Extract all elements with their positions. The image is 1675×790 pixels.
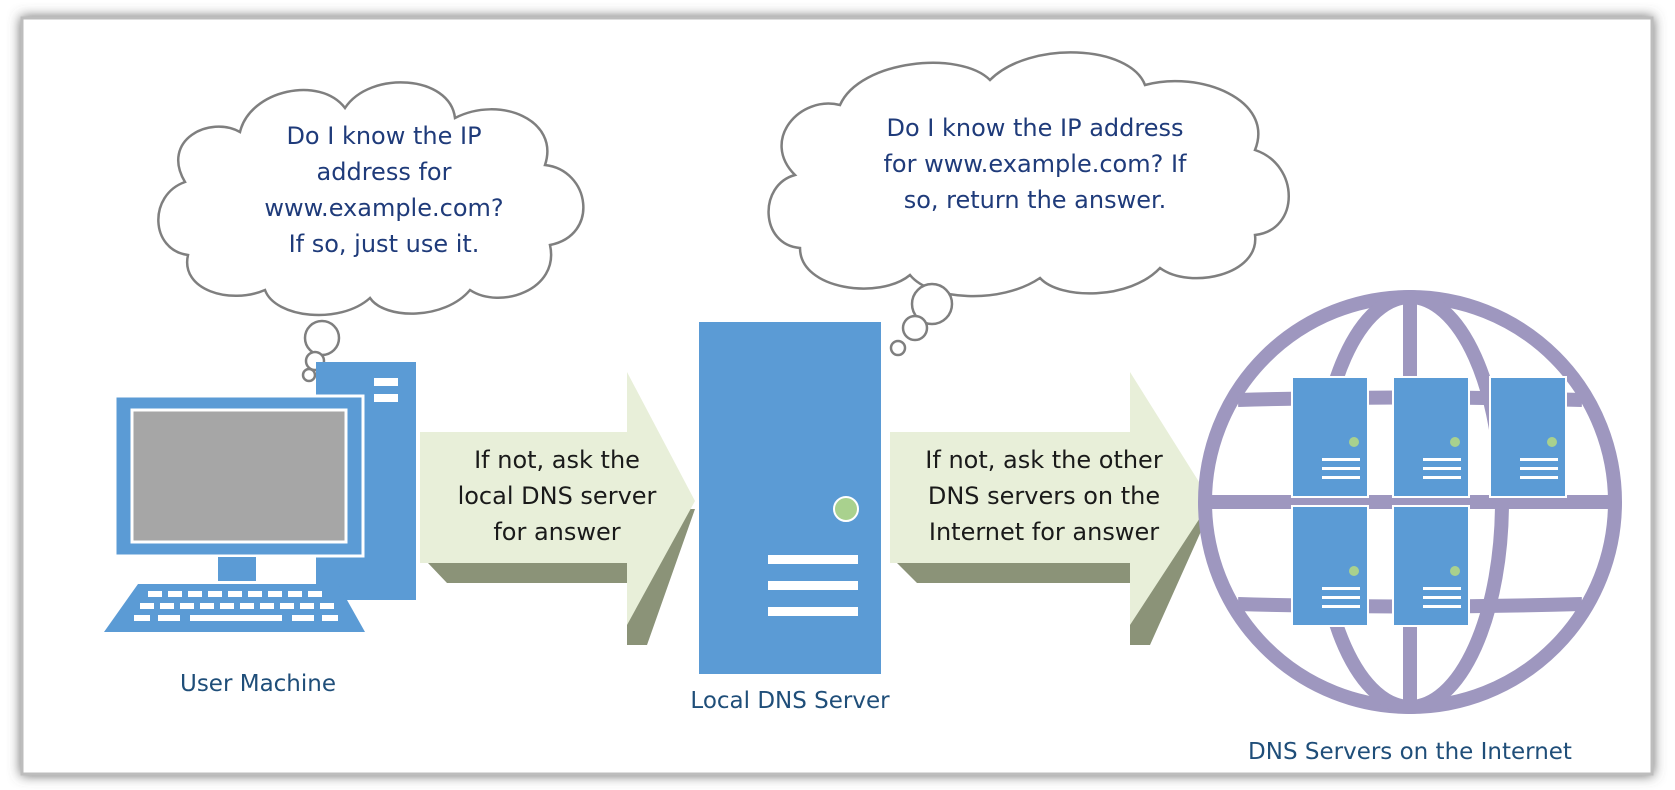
server-slot <box>768 555 858 564</box>
tower-slot <box>374 378 398 386</box>
arrow-internet-line-1: If not, ask the other <box>925 446 1163 474</box>
server-icon <box>1392 505 1470 627</box>
arrow-right-icon <box>890 372 1211 625</box>
server-thought-line-2: for www.example.com? If <box>883 150 1187 178</box>
monitor-screen <box>130 408 348 544</box>
user-thought-line-2: address for <box>317 158 452 186</box>
server-thought-cloud: Do I know the IP address for www.example… <box>767 51 1290 357</box>
internet-dns-servers-label: DNS Servers on the Internet <box>1248 739 1572 765</box>
keyboard-keys <box>134 591 338 621</box>
monitor-stand <box>218 557 256 581</box>
user-thought-line-1: Do I know the IP <box>286 122 481 150</box>
server-icon <box>1291 505 1369 627</box>
server-cluster <box>1291 376 1567 627</box>
desktop-computer-icon <box>104 362 416 632</box>
arrow-local-line-3: for answer <box>493 518 620 546</box>
user-thought-line-3: www.example.com? <box>264 194 503 222</box>
server-slot <box>768 581 858 590</box>
arrow-local-line-2: local DNS server <box>458 482 657 510</box>
server-thought-line-3: so, return the answer. <box>904 186 1167 214</box>
server-tower-icon <box>699 322 881 674</box>
arrow-local-line-1: If not, ask the <box>474 446 640 474</box>
server-body <box>699 322 881 674</box>
internet-dns-servers: DNS Servers on the Internet <box>1198 290 1622 765</box>
arrow-right-icon <box>420 372 695 625</box>
user-thought-cloud: Do I know the IP address for www.example… <box>157 81 585 383</box>
server-icon <box>1489 376 1567 498</box>
user-machine-label: User Machine <box>180 671 336 697</box>
local-dns-server-label: Local DNS Server <box>690 688 890 714</box>
cloud-icon <box>157 81 585 383</box>
arrow-internet-line-3: Internet for answer <box>929 518 1159 546</box>
user-thought-line-4: If so, just use it. <box>289 230 480 258</box>
arrow-to-internet-dns: If not, ask the other DNS servers on the… <box>890 372 1211 645</box>
server-led <box>833 496 859 522</box>
server-slot <box>768 607 858 616</box>
local-dns-server: Local DNS Server <box>690 322 890 714</box>
arrow-internet-line-2: DNS servers on the <box>928 482 1160 510</box>
cloud-icon <box>767 51 1290 357</box>
tower-slot <box>374 394 398 402</box>
globe-icon <box>1198 290 1622 714</box>
server-icon <box>1291 376 1369 498</box>
server-thought-line-1: Do I know the IP address <box>886 114 1183 142</box>
server-icon <box>1392 376 1470 498</box>
user-machine: User Machine <box>104 362 416 697</box>
arrow-to-local-dns: If not, ask the local DNS server for ans… <box>420 372 695 645</box>
